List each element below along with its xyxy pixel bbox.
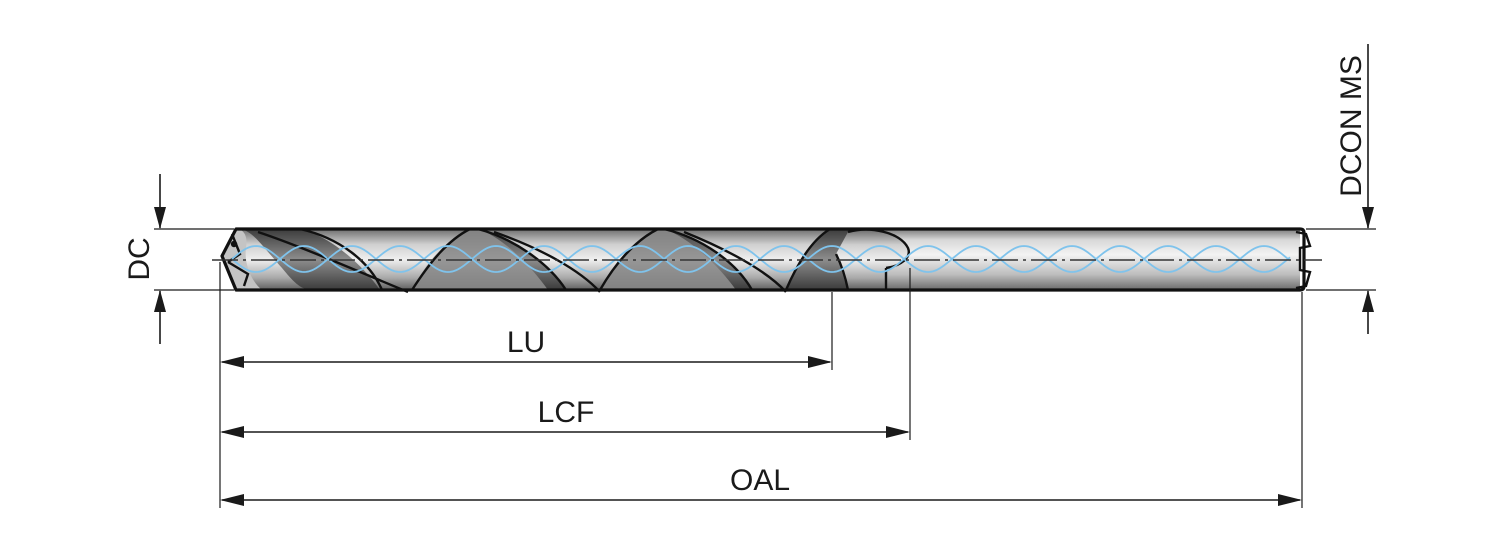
oal-dimension: OAL bbox=[220, 464, 1302, 506]
dc-dimension: DC bbox=[123, 174, 234, 344]
drill-body bbox=[212, 227, 1322, 294]
lcf-label: LCF bbox=[538, 396, 595, 429]
lu-label: LU bbox=[507, 326, 545, 359]
lcf-dimension: LCF bbox=[220, 396, 910, 438]
shank-end-slot bbox=[1295, 230, 1312, 290]
drill-outline bbox=[220, 227, 1306, 292]
helical-lands bbox=[236, 229, 909, 290]
lu-dimension: LU bbox=[220, 326, 832, 368]
dcon-ms-label: DCON MS bbox=[1335, 55, 1368, 197]
coolant-channel-helix bbox=[231, 245, 1291, 273]
dc-label: DC bbox=[123, 237, 156, 280]
oal-label: OAL bbox=[730, 464, 790, 497]
length-extension-lines bbox=[219, 262, 1303, 508]
dcon-ms-dimension: DCON MS bbox=[1306, 44, 1376, 334]
